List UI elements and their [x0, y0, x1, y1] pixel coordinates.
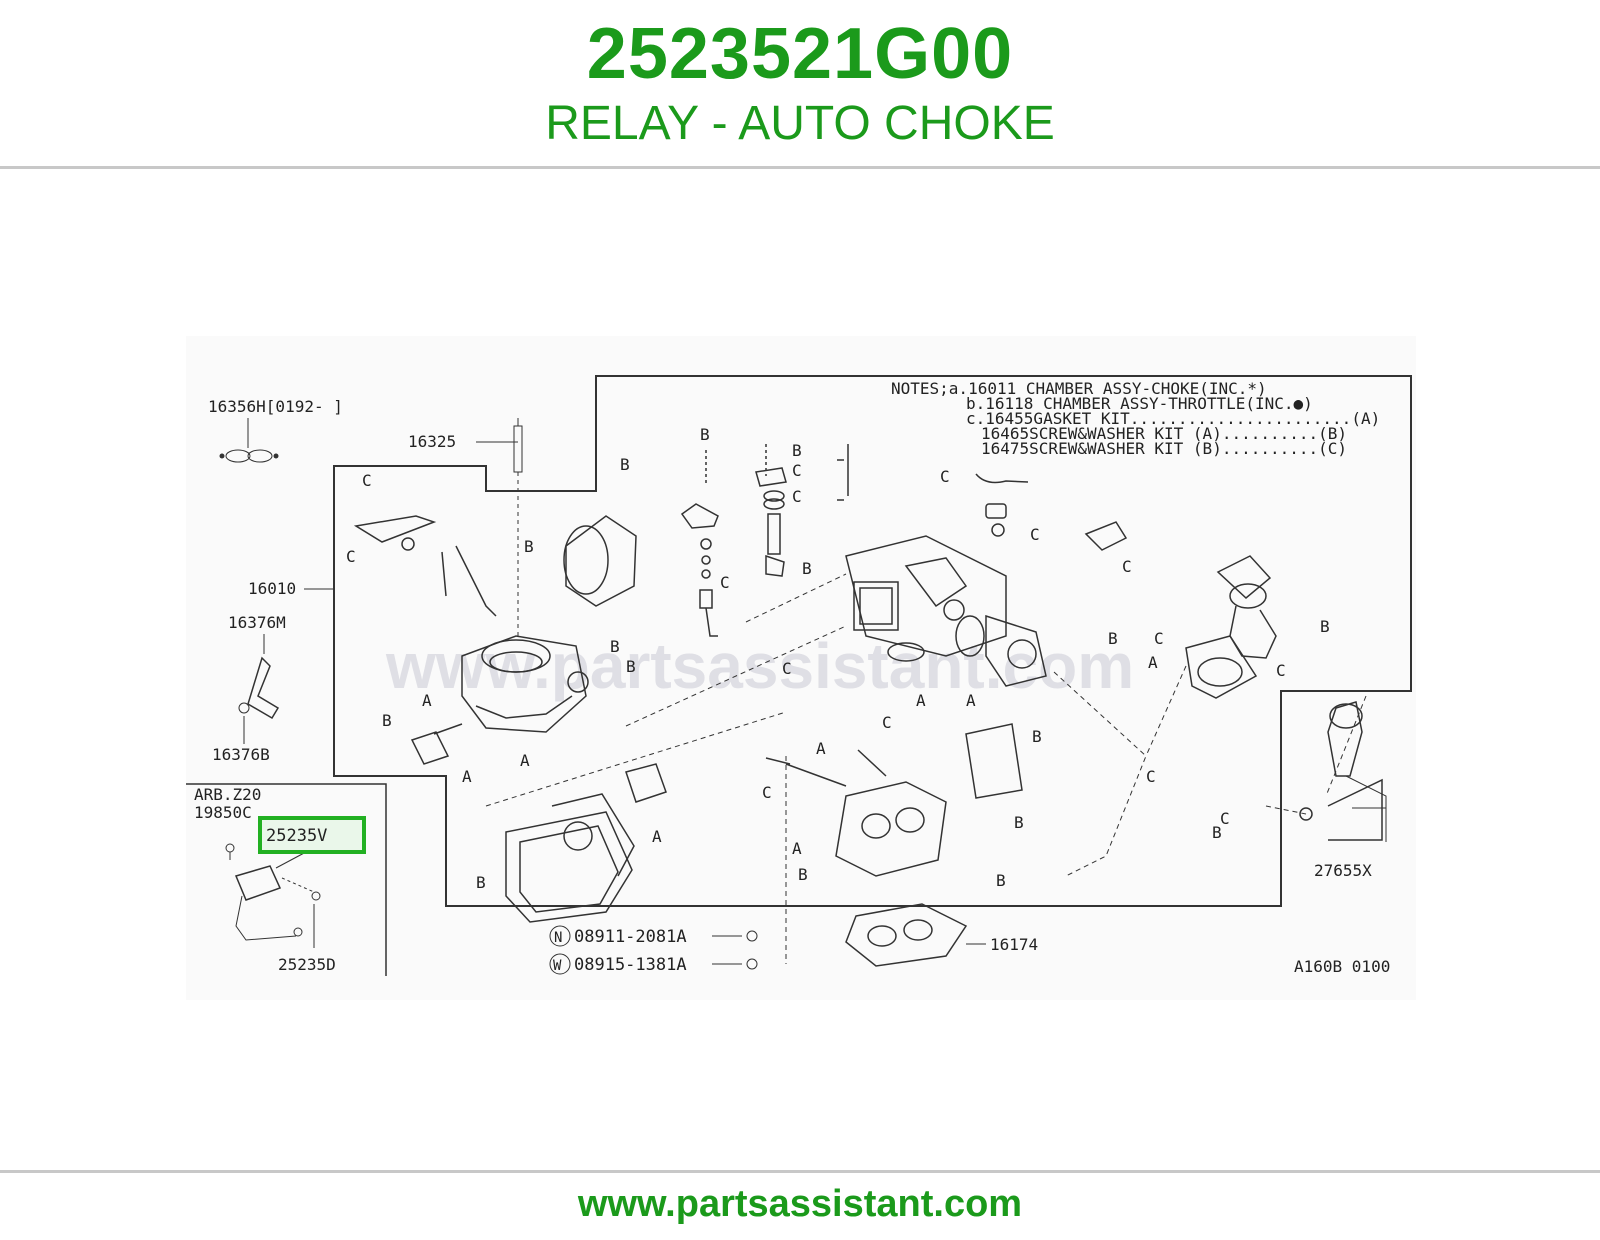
arb-label: ARB.Z20 — [194, 785, 261, 804]
part-label: 16376M — [228, 613, 286, 632]
callout-a: B — [620, 455, 630, 474]
callout-a: B — [524, 537, 534, 556]
part-label: 16174 — [990, 935, 1038, 954]
callout-a: C — [1220, 809, 1230, 828]
connector-lines — [485, 573, 1367, 964]
callout-a: A — [462, 767, 472, 786]
callout-a: B — [610, 637, 620, 656]
choke-parts-right — [975, 473, 1383, 841]
callout-a: C — [792, 461, 802, 480]
callout-a: C — [792, 487, 802, 506]
part-label: 16376B — [212, 745, 270, 764]
callout-a: B — [792, 441, 802, 460]
callout-a: C — [346, 547, 356, 566]
callout-a: C — [362, 471, 372, 490]
callout-a: C — [782, 659, 792, 678]
part-16174: 16174 — [966, 935, 1038, 954]
callout-a: C — [1276, 661, 1286, 680]
callout-a: B — [1014, 813, 1024, 832]
part-27655x: 27655X — [1314, 775, 1387, 880]
part-label: 08911-2081A — [574, 927, 687, 947]
callout-a: C — [1122, 557, 1132, 576]
callout-a: C — [1030, 525, 1040, 544]
note-line: 16475SCREW&WASHER KIT (B)..........(C) — [981, 439, 1347, 458]
part-label: 16325 — [408, 432, 456, 451]
callout-a: B — [1320, 617, 1330, 636]
footer-website-link[interactable]: www.partsassistant.com — [577, 1183, 1023, 1225]
part-label: 25235D — [278, 955, 336, 974]
callout-a: C — [1146, 767, 1156, 786]
part-16325: 16325 — [408, 418, 523, 636]
callout-a: B — [798, 865, 808, 884]
part-number-title: 2523521G00 — [586, 14, 1014, 94]
part-16010: 16010 — [248, 579, 334, 598]
callout-a: A — [792, 839, 802, 858]
callout-a: B — [700, 425, 710, 444]
fastener-labels: N 08911-2081A W 08915-1381A — [549, 925, 758, 975]
callout-a: C — [1154, 629, 1164, 648]
callout-a: A — [916, 691, 926, 710]
callout-a: A — [1148, 653, 1158, 672]
callout-a: A — [966, 691, 976, 710]
callout-a: B — [802, 559, 812, 578]
highlighted-part-label: 25235V — [266, 826, 327, 846]
callout-a: B — [1032, 727, 1042, 746]
callout-a: B — [1108, 629, 1118, 648]
watermark: www.partsassistant.com — [385, 630, 1134, 702]
part-label: 16356H[0192- ] — [208, 397, 343, 416]
part-label: 08915-1381A — [574, 955, 687, 975]
arb-section: ARB.Z20 19850C 25235D 25235V — [194, 785, 366, 974]
note-line: c.16455GASKET KIT.......................… — [966, 409, 1380, 428]
part-label: 16010 — [248, 579, 296, 598]
callout-a: B — [626, 657, 636, 676]
callout-a: C — [940, 467, 950, 486]
note-line: NOTES;a.16011 CHAMBER ASSY-CHOKE(INC.*) — [891, 379, 1267, 398]
callout-a: B — [996, 871, 1006, 890]
callout-a: A — [520, 751, 530, 770]
note-line: b.16118 CHAMBER ASSY-THROTTLE(INC.●) — [966, 394, 1313, 413]
callout-a: C — [882, 713, 892, 732]
header-divider — [0, 166, 1600, 169]
callout-a: B — [382, 711, 392, 730]
callout-a: C — [720, 573, 730, 592]
part-16356h: 16356H[0192- ] — [208, 397, 343, 463]
callout-letters: C C B B B B A A A B B B C C C B C C C B … — [346, 425, 1330, 892]
carburetor-chamber-center — [845, 535, 1047, 687]
notes-block: NOTES;a.16011 CHAMBER ASSY-CHOKE(INC.*) … — [891, 379, 1380, 458]
part-name-subtitle: RELAY - AUTO CHOKE — [545, 97, 1055, 150]
footer-divider — [0, 1170, 1600, 1173]
callout-a: A — [652, 827, 662, 846]
highlighted-part-box — [258, 816, 366, 854]
throttle-body-lower — [505, 723, 1023, 967]
w-mark: W — [553, 958, 562, 974]
callout-a: C — [762, 783, 772, 802]
part-label: 27655X — [1314, 861, 1372, 880]
callout-a: A — [422, 691, 432, 710]
part-16376: 16376M 16376B — [212, 613, 286, 764]
callout-a: B — [476, 873, 486, 892]
note-line: 16465SCREW&WASHER KIT (A)..........(B) — [981, 424, 1347, 443]
callout-a: B — [1212, 823, 1222, 842]
exploded-parts-diagram: NOTES;a.16011 CHAMBER ASSY-CHOKE(INC.*) … — [186, 336, 1416, 1000]
carburetor-body-left — [353, 515, 637, 765]
callout-a: A — [816, 739, 826, 758]
header: 2523521G00 RELAY - AUTO CHOKE — [0, 0, 1600, 168]
n-mark: N — [554, 930, 562, 946]
diagram-code: A160B 0100 — [1294, 957, 1390, 976]
middle-column-parts — [680, 444, 849, 637]
part-label: 19850C — [194, 803, 252, 822]
